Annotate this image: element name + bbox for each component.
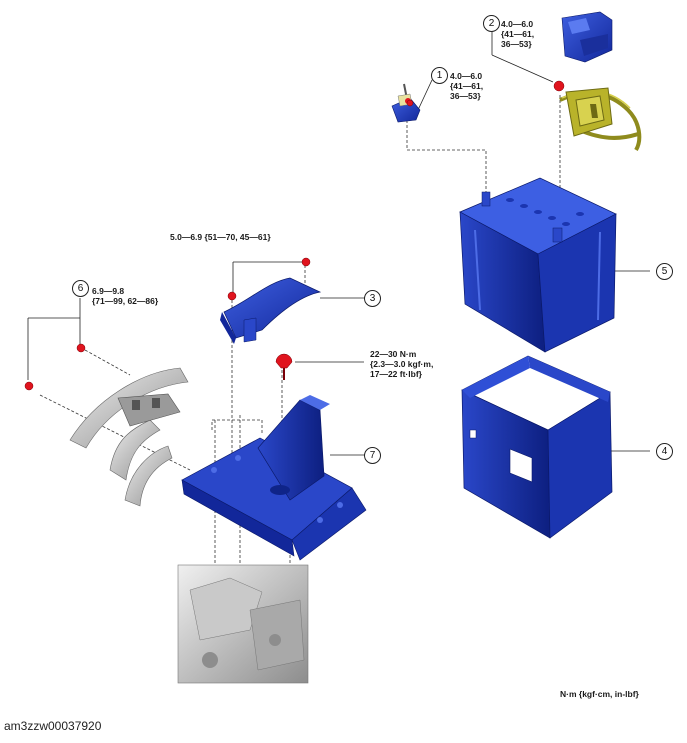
tray-mount-bolt <box>275 353 293 369</box>
battery-hold-down-bracket <box>220 277 322 344</box>
callout-7: 7 <box>364 447 381 464</box>
torque-2-line-2: {41—61, <box>501 29 535 39</box>
torque-2-line-1: 4.0—6.0 <box>501 19 534 29</box>
tray-bolt-1 <box>76 343 86 353</box>
torque-6-line-2: {71—99, 62—86} <box>92 296 159 306</box>
battery-terminal-cover <box>561 11 613 63</box>
torque-7-line-2: {2.3—3.0 kgf·m, <box>370 359 434 369</box>
callout-4: 4 <box>656 443 673 460</box>
battery-box <box>461 355 613 539</box>
torque-1-line-1: 4.0—6.0 <box>450 71 483 81</box>
negative-terminal-clamp <box>391 83 421 123</box>
torque-6-line-1: 6.9—9.8 <box>92 286 125 296</box>
battery <box>459 177 617 353</box>
bracket-bolt-right <box>301 257 311 267</box>
vehicle-body-panel <box>177 564 309 684</box>
torque-3-line-1: 5.0—6.9 {51—70, 45—61} <box>170 232 271 242</box>
torque-7-line-1: 22—30 N·m <box>370 349 417 359</box>
bolts <box>24 80 565 391</box>
battery-tray <box>181 395 367 561</box>
torque-1-line-3: 36—53} <box>450 91 481 101</box>
units-note: N·m {kgf·cm, in-lbf} <box>560 689 639 699</box>
torque-7-line-3: 17—22 ft·lbf} <box>370 369 422 379</box>
bracket-bolt-left <box>227 291 237 301</box>
terminal-nut-1 <box>406 99 414 107</box>
torque-label-3: 5.0—6.9 {51—70, 45—61} <box>170 232 271 242</box>
torque-1-line-2: {41—61, <box>450 81 484 91</box>
torque-label-6: 6.9—9.8 {71—99, 62—86} <box>92 286 158 306</box>
callout-6: 6 <box>72 280 89 297</box>
torque-2-line-3: 36—53} <box>501 39 532 49</box>
callout-2: 2 <box>483 15 500 32</box>
torque-label-2: 4.0—6.0 {41—61, 36—53} <box>501 19 534 49</box>
torque-label-7: 22—30 N·m {2.3—3.0 kgf·m, 17—22 ft·lbf} <box>370 349 433 379</box>
callout-1: 1 <box>431 67 448 84</box>
ground-cable-bundle <box>69 367 189 507</box>
tray-bolt-2 <box>24 381 34 391</box>
torque-label-1: 4.0—6.0 {41—61, 36—53} <box>450 71 483 101</box>
terminal-nut-2 <box>553 80 565 92</box>
figure-id: am3zzw00037920 <box>4 719 102 733</box>
leader-lines <box>27 26 650 456</box>
callout-3: 3 <box>364 290 381 307</box>
positive-cable-harness <box>559 87 642 152</box>
callout-5: 5 <box>656 263 673 280</box>
